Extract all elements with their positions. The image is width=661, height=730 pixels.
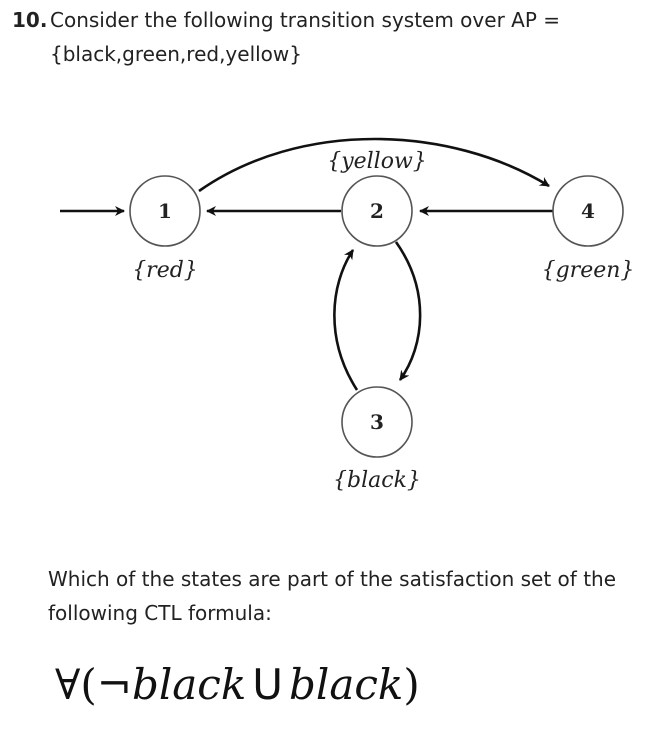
state-1-label: 1 [158,199,172,223]
question-text-line-1: Consider the following transition system… [50,8,560,32]
state-4-prop-label: {green} [542,258,635,283]
state-4-label: 4 [581,199,595,223]
state-2-prop-label: {yellow} [327,149,427,174]
state-3-prop-label: {black} [333,468,421,493]
edge-1-to-4 [198,137,550,193]
transition-system-diagram: 1 2 3 4 {red} {yellow} {black} {green} [60,137,635,493]
prompt-line-1: Which of the states are part of the sati… [48,567,617,591]
state-3-label: 3 [370,410,384,434]
state-node-3: 3 [341,386,413,458]
question-number: 10. [12,8,48,32]
state-node-1: 1 [129,175,201,247]
prompt-line-2: following CTL formula: [48,601,272,625]
question-prompt: Which of the states are part of the sati… [48,562,638,630]
negation-symbol: ¬ [96,660,132,709]
state-node-2: 2 [341,175,413,247]
edge-2-to-3 [394,241,422,381]
edge-3-to-2 [333,249,359,391]
state-1-prop-label: {red} [132,258,198,283]
question-text-line-2: {black,green,red,yellow} [50,42,303,66]
forall-quantifier: ∀( [55,660,97,709]
state-2-label: 2 [370,199,384,223]
question-header: 10.Consider the following transition sys… [12,3,642,71]
formula-left-prop: black [131,660,247,709]
state-node-4: 4 [552,175,624,247]
closing-paren: ) [403,660,420,709]
until-operator: U [252,660,284,709]
formula-right-prop: black [289,660,404,709]
